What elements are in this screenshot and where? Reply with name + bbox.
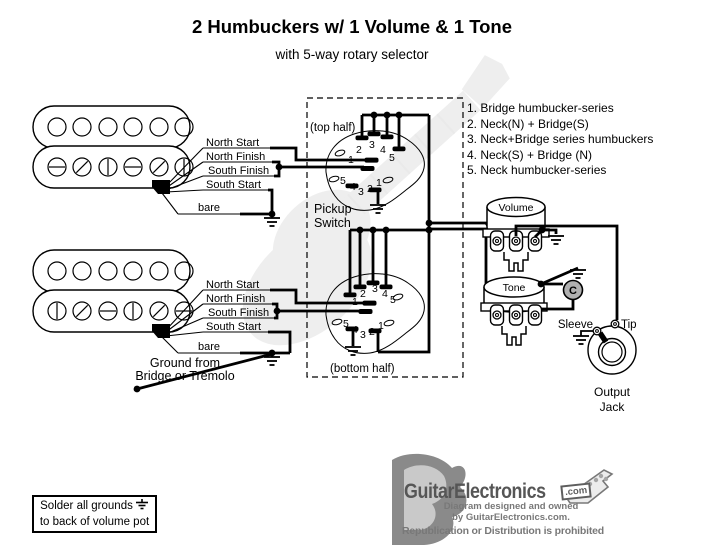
logo-credit-line2: by GuitarElectronics.com. (452, 512, 570, 523)
pickup-switch-label-line1: Pickup (314, 202, 352, 216)
ground-icon (135, 499, 149, 515)
solder-junctions (133, 111, 433, 393)
svg-text:4: 4 (382, 288, 388, 300)
svg-text:3: 3 (369, 139, 375, 151)
svg-text:3: 3 (360, 329, 366, 341)
neck-wire-label-south-start: South Start (206, 179, 261, 191)
svg-text:1: 1 (378, 320, 384, 332)
pickup-switch-dashed-box (306, 97, 464, 378)
tone-pot (480, 276, 548, 346)
bridge-pickup-wires-thin (161, 289, 274, 354)
hookup-wires (136, 113, 499, 391)
neck-wire-label-bare: bare (198, 202, 220, 214)
rotary-switch-top-half (325, 130, 425, 211)
svg-text:5: 5 (340, 175, 346, 187)
svg-text:1: 1 (348, 154, 354, 166)
tip-contact (610, 319, 620, 329)
selector-position-4: 4. Neck(S) + Bridge (N) (467, 147, 593, 162)
neck-wire-label-north-start: North Start (206, 137, 259, 149)
selector-position-2: 2. Neck(N) + Bridge(S) (467, 116, 589, 131)
bridge-wire-label-south-start: South Start (206, 321, 261, 333)
selector-position-5: 5. Neck humbucker-series (467, 163, 607, 177)
logo-dotcom-badge: .com (560, 482, 592, 501)
sleeve-arm (597, 331, 609, 344)
jack-sleeve-label: Sleeve (558, 319, 593, 331)
guitar-watermark (242, 55, 510, 346)
pickup-switch-label-line2: Switch (314, 216, 351, 230)
bridge-wire-label-south-finish: South Finish (208, 307, 269, 319)
solder-note-box: Solder all grounds to back of volume pot (32, 495, 157, 533)
volume-pot-label: Volume (498, 202, 533, 214)
bridge-humbucker (32, 249, 194, 338)
svg-text:2: 2 (360, 288, 366, 300)
neck-wire-label-north-finish: North Finish (206, 151, 265, 163)
svg-text:1: 1 (376, 177, 382, 189)
neck-pickup-cable (152, 180, 170, 194)
volume-mounting-bracket (503, 252, 529, 272)
svg-text:5: 5 (390, 294, 396, 306)
bridge-wire-label-north-start: North Start (206, 279, 259, 291)
solder-note-line2: to back of volume pot (39, 516, 150, 528)
svg-text:2: 2 (367, 183, 373, 195)
tone-pot-label: Tone (503, 282, 526, 294)
svg-text:5: 5 (343, 318, 349, 330)
logo-credit-line1: Diagram designed and owned (443, 501, 579, 512)
selector-position-1: 1. Bridge humbucker-series (467, 101, 614, 115)
switch-caption-top: (top half) (310, 122, 356, 134)
svg-text:4: 4 (350, 181, 356, 193)
output-jack-label-line2: Jack (600, 400, 626, 414)
tone-mounting-bracket (501, 326, 527, 346)
svg-text:3: 3 (358, 186, 364, 198)
logo-brand-text: GuitarElectronics (404, 480, 546, 503)
svg-text:3: 3 (372, 283, 378, 295)
neck-pickup-wires-thin (161, 147, 274, 215)
bridge-wire-label-north-finish: North Finish (206, 293, 265, 305)
output-jack (580, 319, 637, 375)
logo-notice: Republication or Distribution is prohibi… (402, 525, 604, 537)
ground-note-line1: Ground from (150, 356, 220, 370)
svg-text:5: 5 (389, 152, 395, 164)
solder-note-line1: Solder all grounds (34, 499, 155, 515)
svg-text:2: 2 (356, 144, 362, 156)
capacitor-label: C (569, 285, 577, 297)
rotary-switch-bottom-half (325, 273, 425, 354)
svg-text:4: 4 (380, 144, 386, 156)
top-half-lug-numbers: 1 2 3 4 5 5 4 3 2 1 (340, 139, 395, 198)
svg-text:2: 2 (369, 326, 375, 338)
output-jack-label-line1: Output (594, 385, 631, 399)
neck-wire-label-south-finish: South Finish (208, 165, 269, 177)
ground-note-line2: Bridge or Tremolo (135, 369, 234, 383)
svg-text:4: 4 (352, 324, 358, 336)
page-subtitle: with 5-way rotary selector (275, 47, 429, 62)
bottom-half-lug-numbers: 1 2 3 4 5 5 4 3 2 1 (343, 283, 396, 341)
tone-capacitor (562, 279, 584, 301)
neck-humbucker (32, 105, 194, 194)
page-title: 2 Humbuckers w/ 1 Volume & 1 Tone (191, 16, 513, 37)
selector-position-3: 3. Neck+Bridge series humbuckers (467, 132, 654, 146)
bridge-pickup-cable (152, 324, 170, 338)
sleeve-contact (592, 326, 602, 336)
bridge-wire-label-bare: bare (198, 341, 220, 353)
jack-tip-label: Tip (621, 319, 637, 331)
selector-position-list: 1. Bridge humbucker-series 2. Neck(N) + … (467, 101, 653, 179)
switch-caption-bottom: (bottom half) (330, 363, 395, 375)
svg-text:1: 1 (352, 296, 358, 308)
